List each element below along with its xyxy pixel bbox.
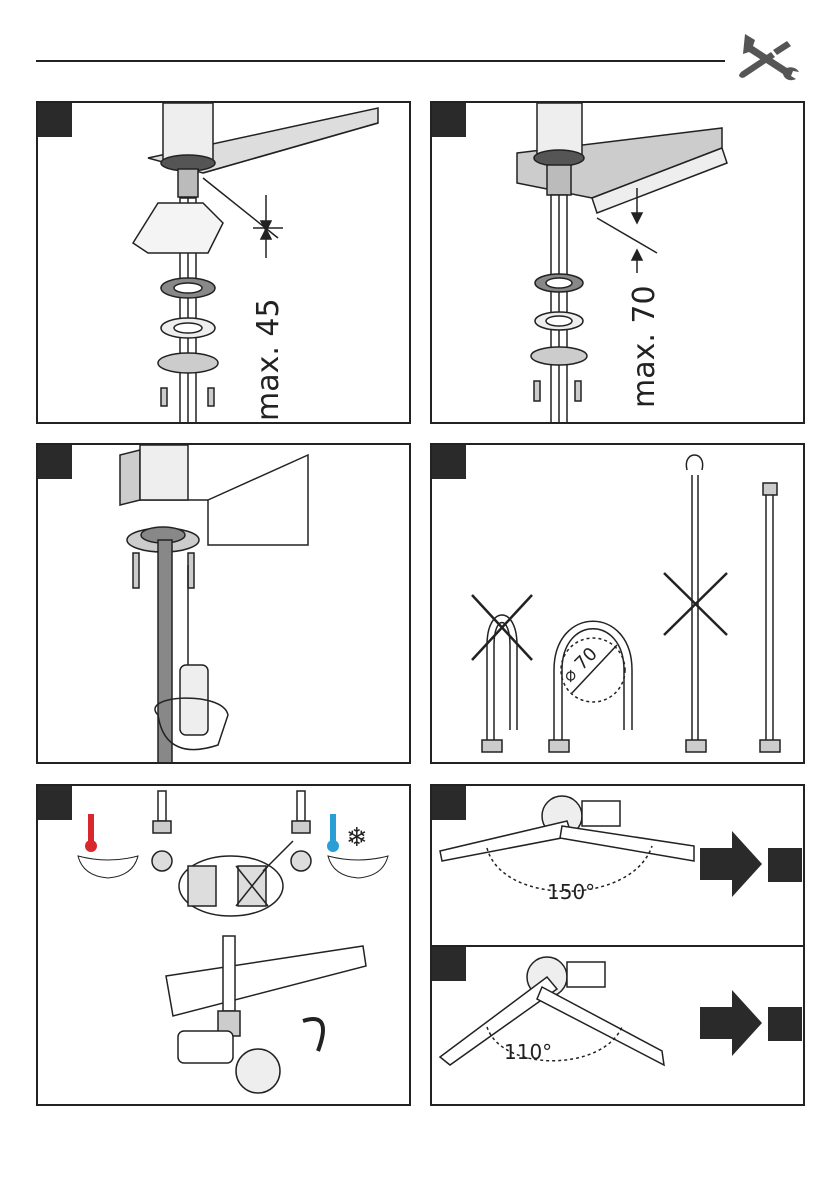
- step-5-panel: ❄: [36, 784, 411, 1106]
- step-4-panel: ⌀ 70: [430, 443, 805, 764]
- diameter-label: 70: [571, 643, 602, 674]
- step-3-illustration: [38, 445, 411, 764]
- step-5-illustration: ❄: [38, 786, 411, 1106]
- step-2-illustration: max. 70: [432, 103, 805, 424]
- step-6a-panel: 150°: [430, 784, 805, 947]
- header-rule: [36, 60, 725, 62]
- next-step-badge: [768, 1007, 802, 1041]
- next-step-badge: [768, 848, 802, 882]
- tools-icon: [735, 28, 805, 84]
- step-1-panel: max. 45: [36, 101, 411, 424]
- step-2-panel: max. 70: [430, 101, 805, 424]
- svg-text:❄: ❄: [346, 823, 368, 853]
- next-arrow-icon: [700, 990, 762, 1056]
- dimension-label: max. 70: [627, 285, 662, 408]
- angle-label: 150°: [547, 880, 595, 904]
- hot-water-icon: [78, 814, 138, 878]
- angle-label: 110°: [504, 1040, 552, 1064]
- step-6b-panel: 110°: [430, 945, 805, 1106]
- dimension-label: max. 45: [251, 298, 286, 421]
- step-3-panel: [36, 443, 411, 764]
- cold-water-icon: ❄: [327, 814, 388, 878]
- step-6b-illustration: 110°: [432, 947, 805, 1106]
- step-6a-illustration: 150°: [432, 786, 805, 947]
- next-arrow-icon: [700, 831, 762, 897]
- step-4-illustration: ⌀ 70: [432, 445, 805, 764]
- step-1-illustration: max. 45: [38, 103, 411, 424]
